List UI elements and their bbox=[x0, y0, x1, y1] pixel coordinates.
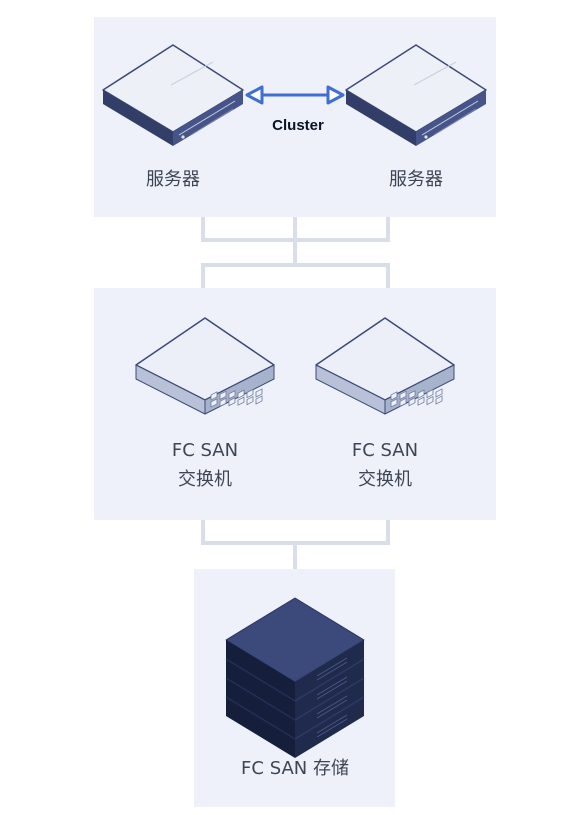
switch-right-icon bbox=[315, 317, 455, 415]
server-right-icon bbox=[345, 44, 487, 146]
switch-left-label: FC SAN 交换机 bbox=[145, 436, 265, 494]
cluster-label: Cluster bbox=[272, 117, 324, 134]
storage-label: FC SAN 存储 bbox=[241, 758, 349, 779]
server-right-label: 服务器 bbox=[389, 169, 443, 190]
storage-icon bbox=[225, 597, 365, 758]
cluster-arrow-icon bbox=[245, 85, 345, 105]
switch-right-label-line1: FC SAN bbox=[351, 440, 419, 461]
server-left-label: 服务器 bbox=[146, 169, 200, 190]
switch-left-icon bbox=[135, 317, 275, 415]
connector-servers-to-switches bbox=[201, 217, 390, 288]
connector-switches-to-storage bbox=[201, 520, 390, 569]
switch-right-label-line2: 交换机 bbox=[358, 469, 412, 490]
switch-right-label: FC SAN 交换机 bbox=[325, 436, 445, 494]
switch-left-label-line1: FC SAN bbox=[171, 440, 239, 461]
switch-left-label-line2: 交换机 bbox=[178, 469, 232, 490]
switches-panel bbox=[94, 288, 496, 520]
server-left-icon bbox=[102, 44, 244, 146]
